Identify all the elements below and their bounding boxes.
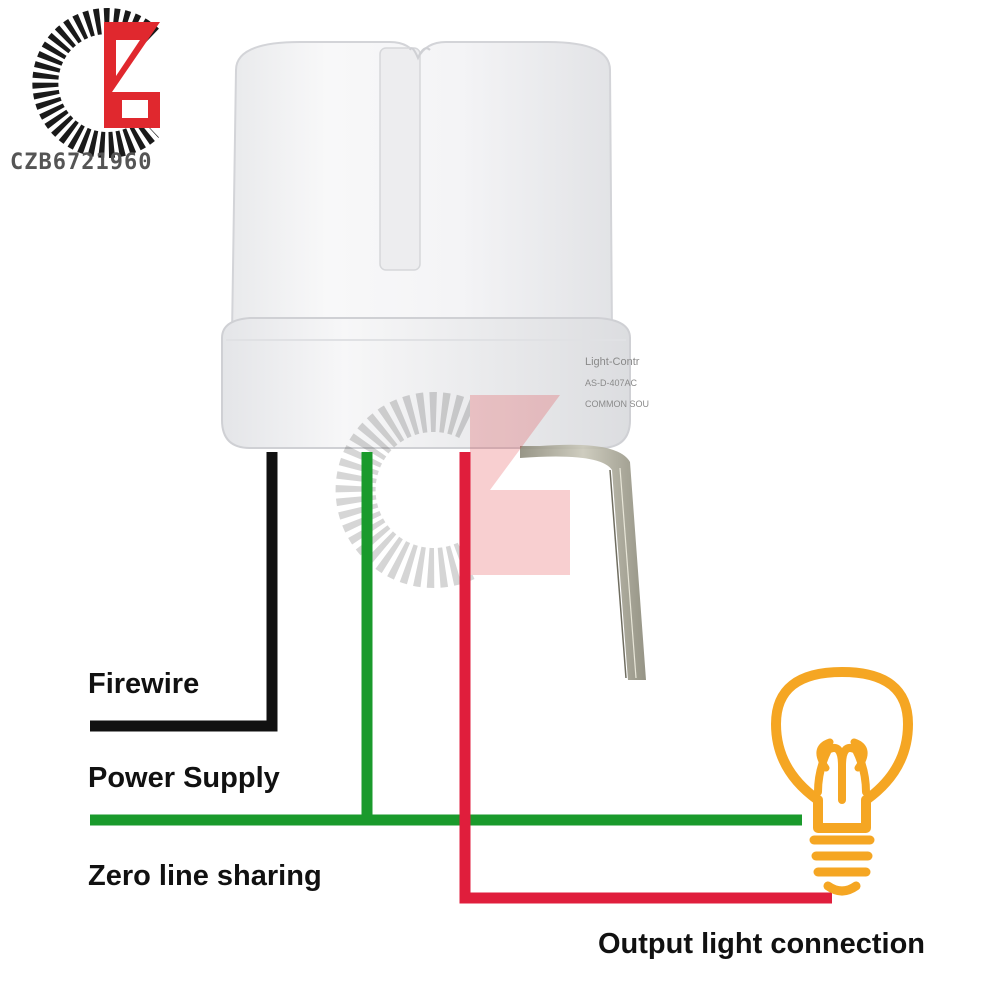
watermark-logo <box>335 392 570 588</box>
photocell-sensor <box>221 41 646 680</box>
power-supply-label: Power Supply <box>88 762 280 794</box>
zero-line-label: Zero line sharing <box>88 860 322 892</box>
output-light-label: Output light connection <box>598 928 926 960</box>
czb-logo-icon <box>32 8 160 158</box>
light-bulb-icon <box>771 667 913 896</box>
device-label-line-3: COMMON SOU <box>585 399 649 409</box>
device-label-line-1: Light-Contr <box>585 356 640 368</box>
output-wire <box>459 452 832 904</box>
brand-code-text: CZB6721960 <box>10 150 153 175</box>
firewire-label: Firewire <box>88 668 200 700</box>
fire-wire <box>90 452 278 732</box>
device-label-line-2: AS-D-407AC <box>585 378 638 388</box>
